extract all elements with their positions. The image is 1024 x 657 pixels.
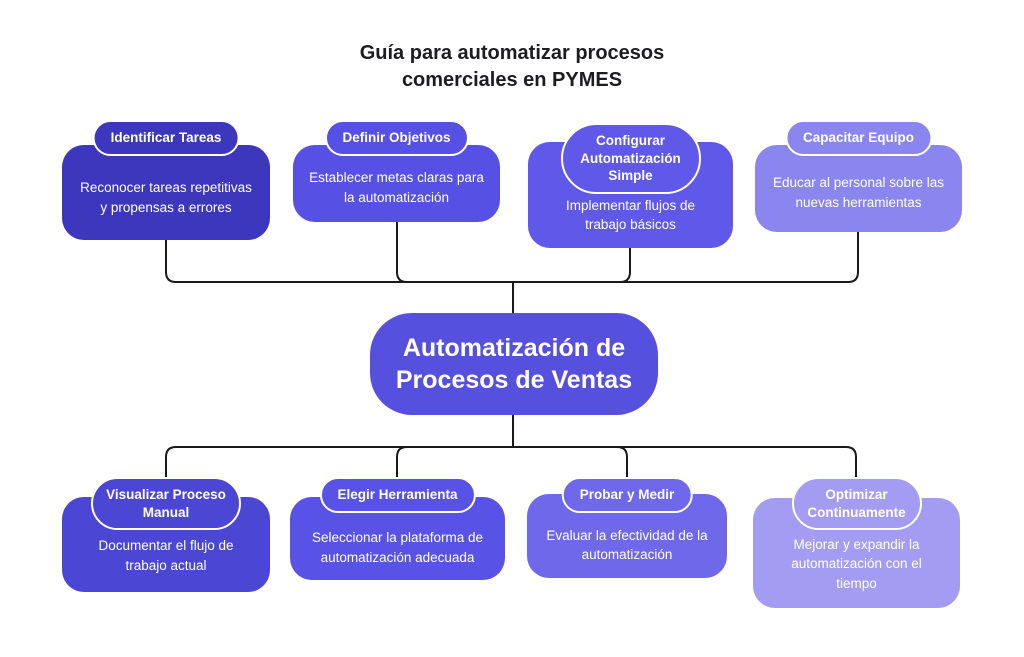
node-description: Seleccionar la plataforma de automatizac… bbox=[311, 530, 484, 565]
connector-bottom-1 bbox=[165, 446, 514, 478]
page-title-text: Guía para automatizar procesos comercial… bbox=[359, 42, 665, 91]
node-definir-objetivos-pill: Definir Objetivos bbox=[324, 120, 469, 156]
node-elegir-herramienta-pill: Elegir Herramienta bbox=[319, 477, 476, 513]
node-title: Visualizar Proceso Manual bbox=[106, 487, 226, 520]
node-probar-medir[interactable]: Probar y Medir Evaluar la efectividad de… bbox=[527, 477, 727, 578]
node-identificar-tareas[interactable]: Identificar Tareas Reconocer tareas repe… bbox=[62, 120, 270, 240]
page-title: Guía para automatizar procesos comercial… bbox=[0, 40, 1024, 94]
node-title: Optimizar Continuamente bbox=[807, 487, 906, 520]
node-probar-medir-pill: Probar y Medir bbox=[561, 477, 693, 513]
connector-bottom-3 bbox=[512, 446, 628, 478]
node-description: Reconocer tareas repetitivas y propensas… bbox=[80, 180, 252, 215]
node-configurar-automatizacion-pill: Configurar Automatización Simple bbox=[560, 123, 701, 194]
node-description: Mejorar y expandir la automatización con… bbox=[791, 537, 922, 591]
connector-group bbox=[165, 221, 859, 478]
connector-top-3 bbox=[512, 247, 631, 283]
node-description: Implementar flujos de trabajo básicos bbox=[565, 197, 696, 232]
node-configurar-automatizacion[interactable]: Configurar Automatización Simple Impleme… bbox=[528, 123, 733, 248]
node-title: Probar y Medir bbox=[579, 487, 675, 502]
node-identificar-tareas-pill: Identificar Tareas bbox=[92, 120, 240, 156]
connector-top-4 bbox=[512, 231, 859, 283]
connector-top-2 bbox=[396, 221, 514, 283]
connector-bottom-4 bbox=[512, 446, 857, 478]
connector-bottom-2 bbox=[396, 446, 514, 478]
node-description: Evaluar la efectividad de la automatizac… bbox=[546, 527, 708, 562]
node-title: Configurar Automatización Simple bbox=[580, 133, 681, 184]
node-definir-objetivos[interactable]: Definir Objetivos Establecer metas clara… bbox=[293, 120, 500, 222]
node-visualizar-proceso-pill: Visualizar Proceso Manual bbox=[91, 477, 241, 531]
node-visualizar-proceso[interactable]: Visualizar Proceso Manual Documentar el … bbox=[62, 477, 270, 592]
node-capacitar-equipo-pill: Capacitar Equipo bbox=[784, 120, 933, 156]
node-description: Documentar el flujo de trabajo actual bbox=[98, 538, 234, 573]
node-optimizar-continuamente[interactable]: Optimizar Continuamente Mejorar y expand… bbox=[753, 477, 960, 608]
node-title: Capacitar Equipo bbox=[802, 130, 915, 145]
node-title: Elegir Herramienta bbox=[337, 487, 458, 502]
node-center[interactable]: Automatización de Procesos de Ventas bbox=[370, 313, 658, 415]
node-title: Identificar Tareas bbox=[110, 130, 222, 145]
node-description: Establecer metas claras para la automati… bbox=[309, 170, 484, 205]
node-center-label: Automatización de Procesos de Ventas bbox=[395, 333, 633, 395]
connector-top-1 bbox=[165, 239, 514, 283]
node-capacitar-equipo[interactable]: Capacitar Equipo Educar al personal sobr… bbox=[755, 120, 962, 232]
node-optimizar-continuamente-pill: Optimizar Continuamente bbox=[791, 477, 922, 531]
node-elegir-herramienta[interactable]: Elegir Herramienta Seleccionar la plataf… bbox=[290, 477, 505, 580]
node-description: Educar al personal sobre las nuevas herr… bbox=[772, 175, 945, 210]
node-title: Definir Objetivos bbox=[342, 130, 451, 145]
